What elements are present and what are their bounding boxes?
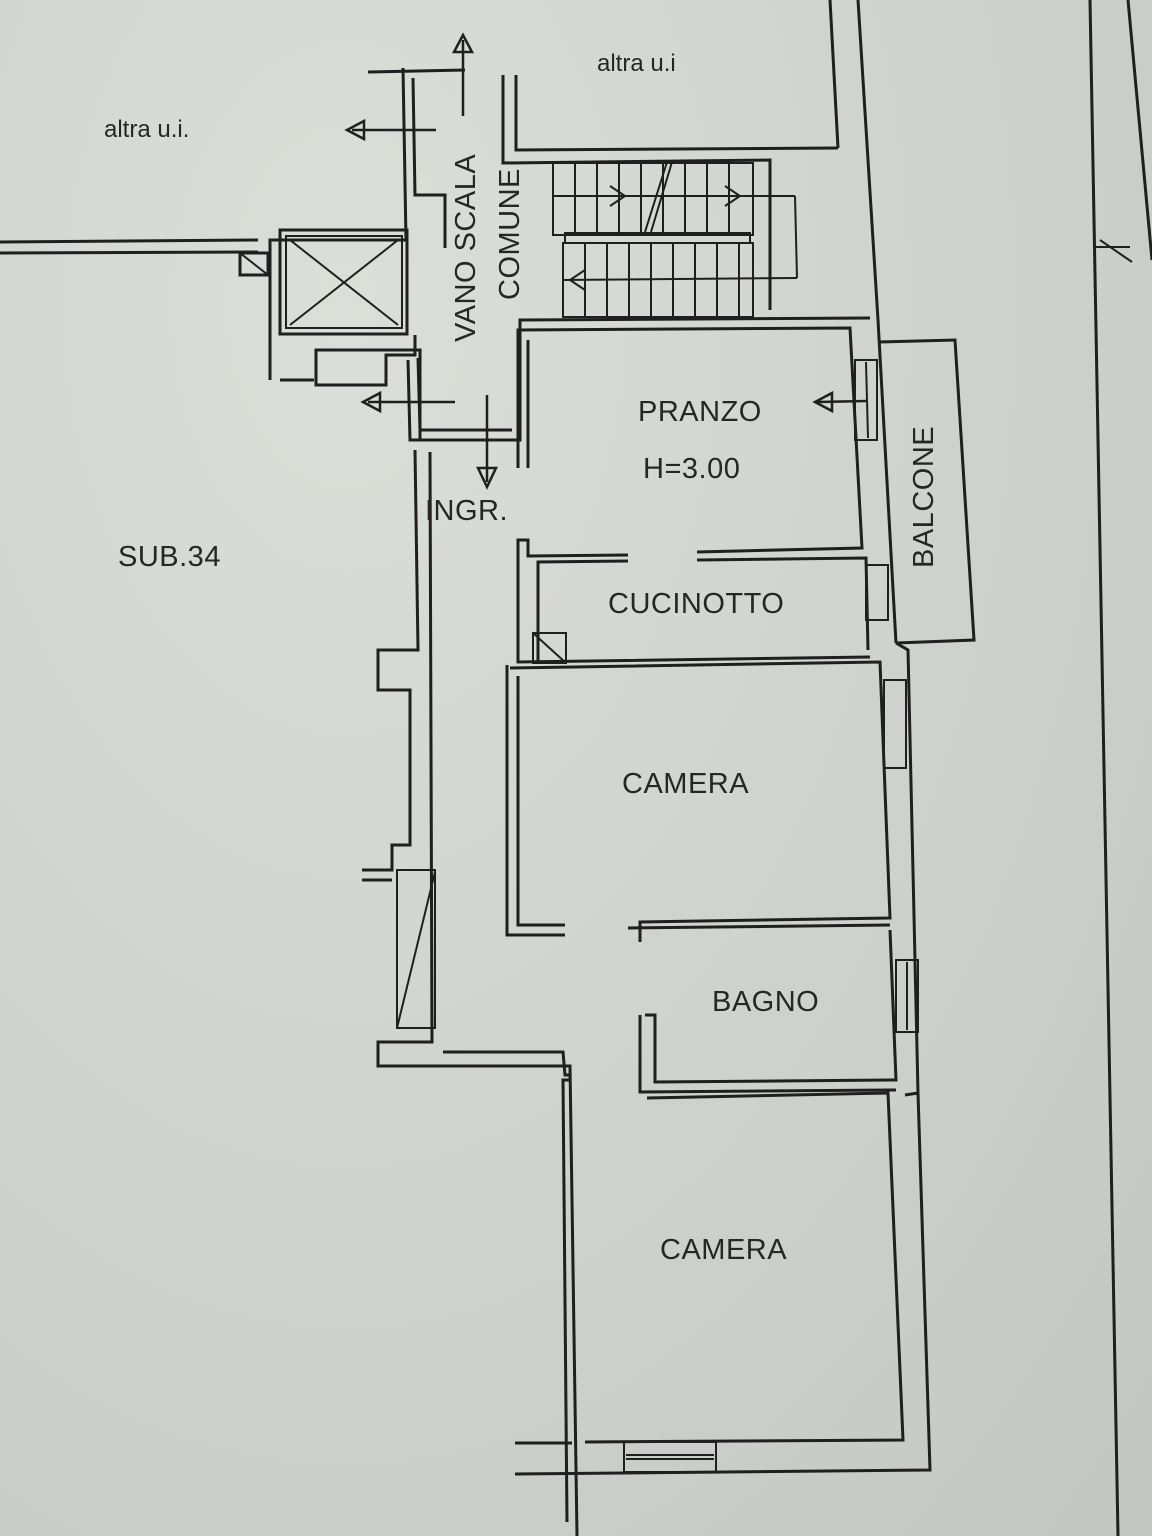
other-unit-top <box>501 75 839 310</box>
label-kitchenette: CUCINOTTO <box>608 588 785 620</box>
label-stairwell: VANO SCALA <box>450 153 482 342</box>
label-bathroom: BAGNO <box>712 986 820 1018</box>
label-other-unit-left: altra u.i. <box>104 116 190 143</box>
label-ceiling-height: H=3.00 <box>643 453 741 485</box>
access-arrows <box>344 32 867 490</box>
label-stairwell-common: COMUNE <box>494 168 526 300</box>
apartment-walls <box>362 319 976 1536</box>
label-sub: SUB.34 <box>118 541 221 573</box>
building-outline <box>828 0 880 321</box>
stairwell <box>0 67 871 442</box>
sheet-border <box>1088 0 1152 1536</box>
label-other-unit-top: altra u.i <box>597 50 676 77</box>
label-dining: PRANZO <box>638 396 762 428</box>
label-bedroom-1: CAMERA <box>622 768 750 800</box>
label-entrance: INGR. <box>425 495 509 527</box>
label-bedroom-2: CAMERA <box>660 1234 788 1266</box>
staircase <box>552 161 798 318</box>
label-balcony: BALCONE <box>908 425 940 568</box>
